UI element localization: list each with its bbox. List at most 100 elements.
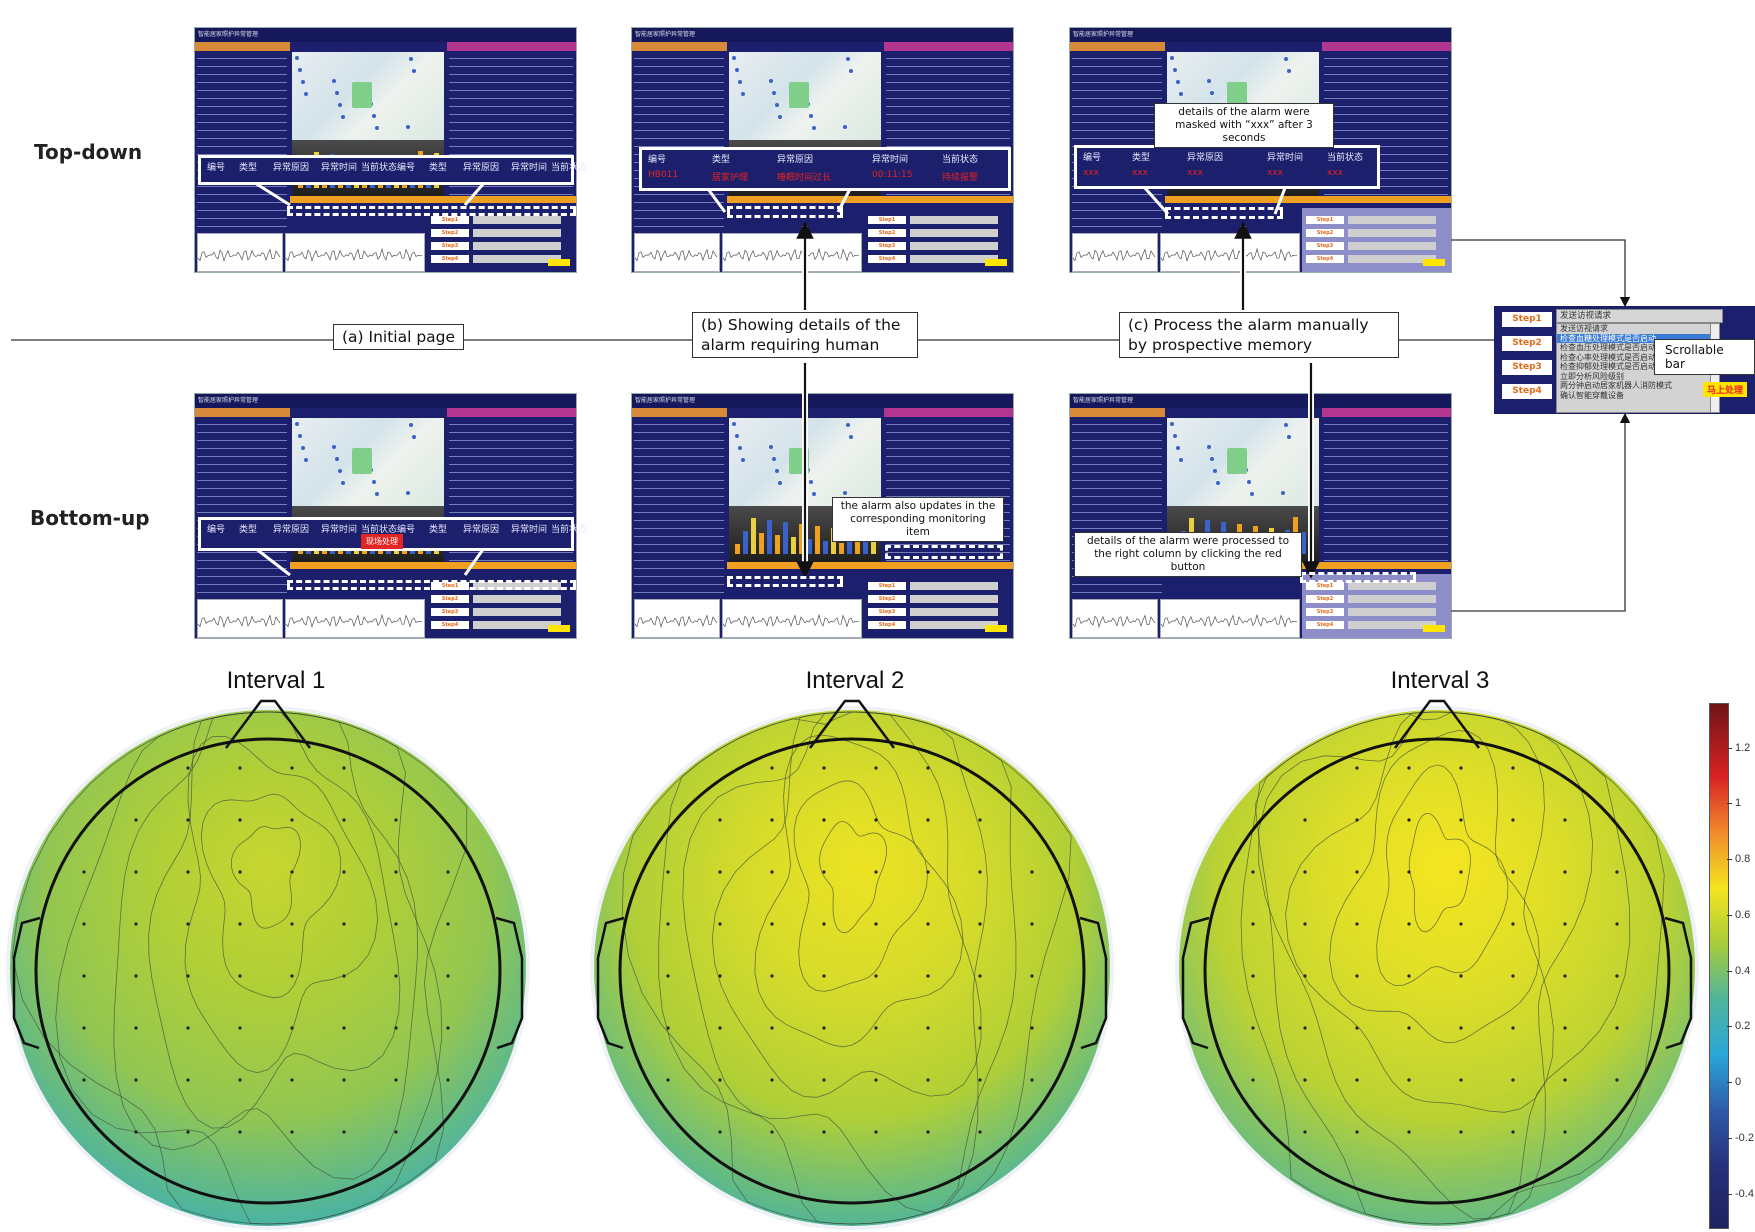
step-dropdown[interactable] [910,608,998,616]
step-dropdown[interactable] [910,229,998,237]
step-option[interactable]: 检查抑郁处理模式是否启动 [1560,362,1656,371]
electrode-dot [1563,1026,1567,1030]
electrode-dot [1459,766,1463,770]
map-marker-icon [843,125,847,129]
waveform-line [723,613,860,629]
table-header: 异常时间 [511,525,548,535]
dashboard-title: 智能居家照护异常管理 [1070,394,1451,408]
electrode-dot [134,870,138,874]
step-dropdown[interactable] [910,216,998,224]
step-dropdown[interactable] [910,255,998,263]
step-dropdown[interactable] [1348,582,1436,590]
map-park [789,82,809,108]
electrode-dot [1407,922,1411,926]
electrode-dot [1511,870,1515,874]
contour-line [1240,711,1665,1225]
map-marker-icon [1210,91,1214,95]
step-dropdown[interactable] [910,582,998,590]
step-dropdown[interactable] [473,255,561,263]
electrode-dot [1355,870,1359,874]
step-dropdown[interactable] [473,229,561,237]
right-section-header [1322,42,1451,51]
electrode-dot [342,766,346,770]
bar [751,518,756,554]
map-marker-icon [335,457,339,461]
step-label: Step2 [431,229,469,237]
go-button[interactable] [548,625,570,632]
waveform-line [1161,247,1298,263]
electrode-dot [134,974,138,978]
step-dropdown[interactable] [473,608,561,616]
map-view[interactable] [729,52,881,140]
electrode-dot [290,922,294,926]
table-cell: 睡眠时间过长 [777,173,832,183]
step-label: Step1 [1502,312,1552,327]
bar [863,532,868,554]
go-button[interactable] [985,625,1007,632]
step-dropdown[interactable] [1348,621,1436,629]
step-option[interactable]: 发送访视请求 [1560,324,1608,333]
step-dropdown[interactable] [1348,608,1436,616]
go-button[interactable] [1423,625,1445,632]
step-dropdown[interactable] [1348,216,1436,224]
step-option[interactable]: 立即分析风险级别 [1560,371,1624,381]
red-process-button[interactable]: 现场处理 [361,534,403,549]
step-dropdown[interactable] [473,582,561,590]
electrode-dot [290,974,294,978]
electrode-dot [1030,1026,1034,1030]
step-dropdown[interactable] [473,595,561,603]
electrode-dot [874,974,878,978]
step-dropdown[interactable] [910,595,998,603]
step-option[interactable]: 检查血压处理模式是否启动 [1560,343,1656,352]
electrode-dot [874,818,878,822]
map-marker-icon [1250,492,1254,496]
electrode-dot [666,1078,670,1082]
step-option[interactable]: 两分钟启动居家机器人消防模式 [1560,381,1672,390]
step-dropdown[interactable] [1348,242,1436,250]
step-dropdown[interactable] [1348,255,1436,263]
step-option[interactable]: 确认智能穿戴设备 [1560,390,1624,400]
go-button[interactable] [548,259,570,266]
label-initial-page: (a) Initial page [333,324,465,350]
electrode-dot [822,974,826,978]
map-park [1227,82,1247,108]
table-header: 类型 [239,163,258,173]
step-option[interactable]: 检查血糖处理模式是否启动 [1557,333,1711,343]
electrode-dot [1459,1026,1463,1030]
step-dropdown[interactable] [473,242,561,250]
right-section-header [1322,408,1451,417]
dashed-highlight-a [287,206,576,216]
go-button[interactable] [985,259,1007,266]
map-marker-icon [849,435,853,439]
go-button[interactable] [1423,259,1445,266]
map-view[interactable] [292,418,444,506]
step-dropdown[interactable] [473,621,561,629]
table-header: 类型 [429,525,448,535]
row-label-top-down: Top-down [34,140,143,164]
electrode-dot [394,1130,398,1134]
step-dropdown[interactable] [1348,229,1436,237]
step-label: Step3 [431,242,469,250]
map-view[interactable] [1167,418,1319,506]
map-view[interactable] [292,52,444,140]
step-label: Step2 [868,595,906,603]
electrode-dot [238,1078,242,1082]
step-dropdown[interactable] [910,621,998,629]
bar [839,543,844,554]
step-dropdown[interactable] [1348,595,1436,603]
step1-dropdown[interactable]: 发送访视请求 [1556,309,1723,323]
alarm-table-overlay-bottom-a: 编号类型异常原因异常时间当前状态编号类型异常原因异常时间当前状态现场处理 [198,517,587,551]
right-section-header [884,408,1013,417]
electrode-dot [666,1026,670,1030]
go-button[interactable]: 马上处理 [1702,382,1747,397]
electrode-dot [1303,974,1307,978]
step-dropdown[interactable] [473,216,561,224]
electrode-dot [1511,766,1515,770]
electrode-dot [82,1078,86,1082]
scrollable-bar-label: Scrollable bar [1654,339,1755,375]
step-option[interactable]: 检查心率处理模式是否启动 [1560,352,1656,362]
step-dropdown[interactable] [910,242,998,250]
electrode-dot [1355,1078,1359,1082]
